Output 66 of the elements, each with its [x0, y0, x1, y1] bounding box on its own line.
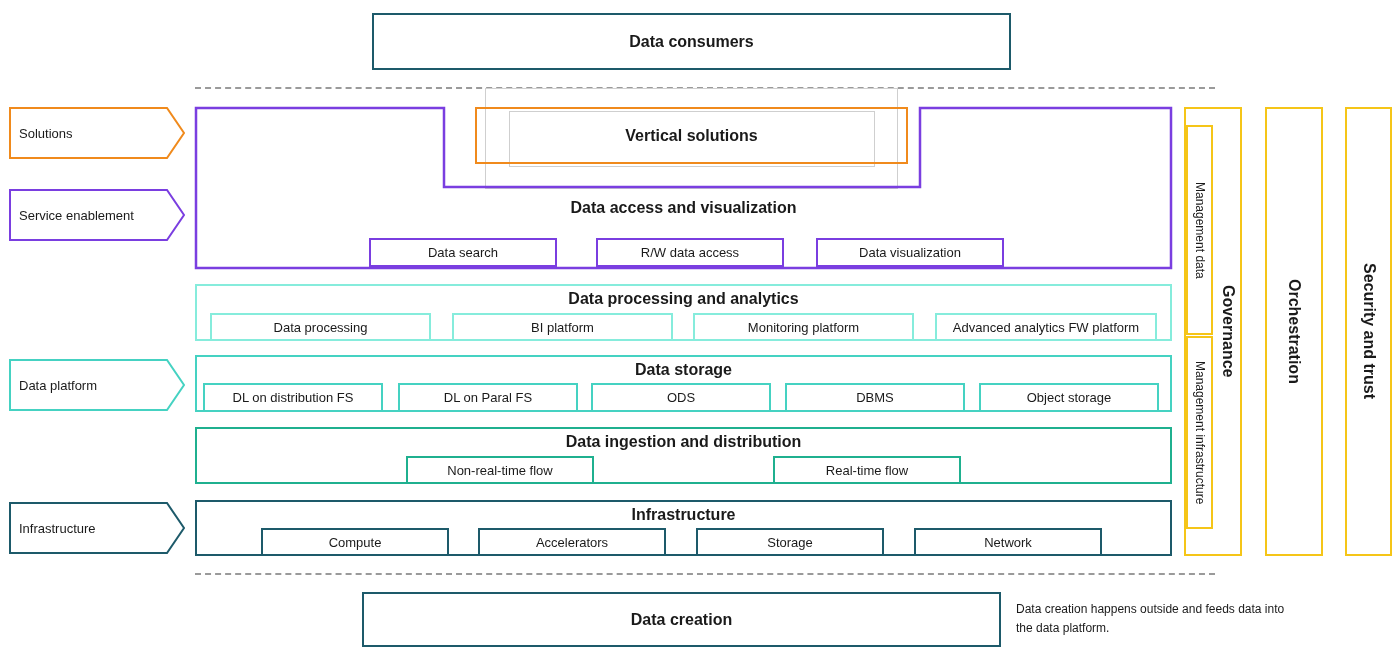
pillar-title: Orchestration [1285, 279, 1303, 384]
layer-box [475, 107, 908, 164]
component-label: Storage [767, 534, 813, 550]
component-box [406, 456, 594, 484]
component-label: Non-real-time flow [447, 462, 553, 478]
component-box [591, 383, 771, 412]
component-box [696, 528, 884, 556]
layer-box [195, 355, 1172, 412]
layer-title: Data processing and analytics [568, 290, 799, 308]
component-label: R/W data access [640, 245, 740, 260]
component-label: Monitoring platform [747, 319, 860, 335]
layer-box [362, 592, 1001, 647]
component-box [203, 383, 383, 412]
layer-title: Data ingestion and distribution [565, 433, 802, 451]
component-label: Network [984, 534, 1032, 550]
component-box [935, 313, 1157, 341]
component-label: Data processing [273, 319, 368, 335]
layer-title: Data storage [635, 361, 732, 379]
tag-label: Service enablement [19, 207, 134, 223]
component-label: DBMS [856, 390, 894, 405]
component-label: Real-time flow [825, 462, 909, 478]
component-box [773, 456, 961, 484]
layer-box [195, 284, 1172, 341]
pillar-box [1265, 107, 1323, 556]
component-label: Compute [328, 534, 382, 550]
component-label: BI platform [531, 319, 594, 335]
component-label: DL on distribution FS [232, 390, 354, 405]
component-box [1186, 336, 1213, 529]
layer-box [195, 500, 1172, 556]
layer-title: Data access and visualization [570, 199, 797, 218]
component-label: Object storage [1026, 390, 1112, 405]
component-label: ODS [666, 390, 696, 405]
component-box [914, 528, 1102, 556]
component-box [398, 383, 578, 412]
component-box [261, 528, 449, 556]
component-label: Accelerators [535, 534, 609, 550]
component-box [452, 313, 673, 341]
component-label: Data visualization [859, 245, 961, 260]
tag-label: Infrastructure [19, 520, 96, 536]
component-box [478, 528, 666, 556]
component-label: Management data [1192, 181, 1207, 279]
component-box [1186, 125, 1213, 335]
component-label: DL on Paral FS [443, 390, 533, 405]
component-box [979, 383, 1159, 412]
note-text: Data creation happens outside and feeds data into the data platform. [1016, 601, 1286, 638]
layer-title: Data creation [630, 610, 733, 629]
pillar-box [1184, 107, 1242, 556]
tag-label: Data platform [19, 377, 98, 393]
tag-label: Solutions [19, 125, 73, 141]
layer-box [195, 427, 1172, 484]
component-label: Data search [427, 245, 499, 260]
component-box [785, 383, 965, 412]
pillar-title: Security and trust [1359, 263, 1378, 400]
pillar-box [1345, 107, 1392, 556]
component-box [693, 313, 914, 341]
component-label: Management infrastructure [1192, 360, 1207, 505]
layer-box [372, 13, 1011, 70]
component-box [596, 238, 784, 267]
layer-title: Infrastructure [631, 506, 736, 524]
component-box [816, 238, 1004, 267]
component-label: Advanced analytics FW platform [952, 319, 1140, 335]
component-box [210, 313, 431, 341]
pillar-title: Governance [1219, 285, 1237, 378]
layer-title: Data consumers [629, 32, 754, 51]
component-box [369, 238, 557, 267]
layer-title: Vertical solutions [625, 126, 758, 145]
